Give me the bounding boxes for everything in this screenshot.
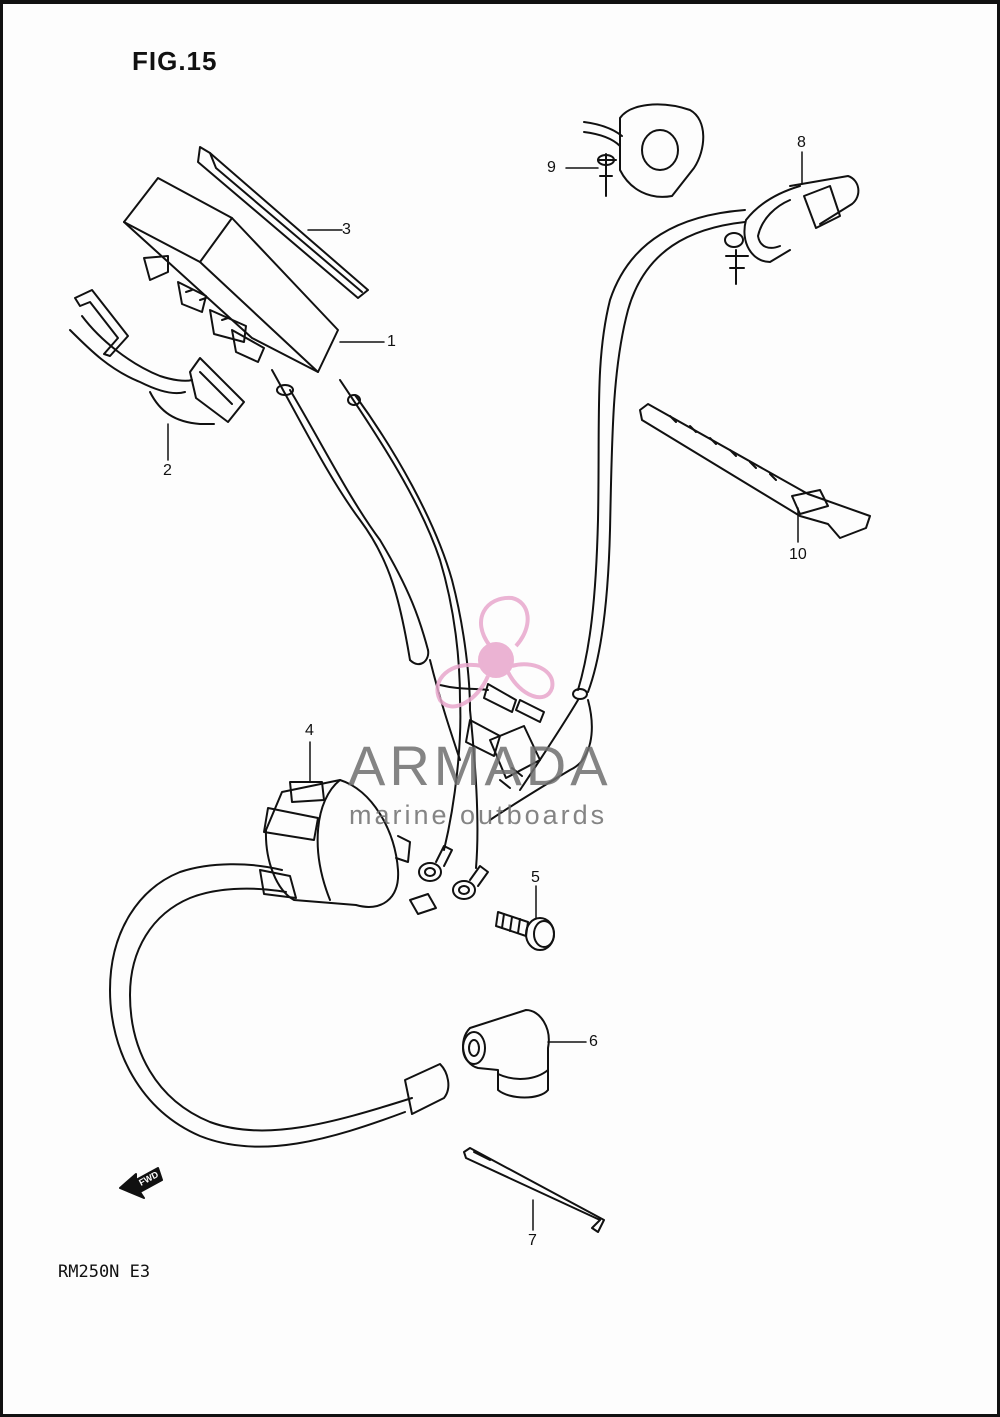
part-6-plug-cap <box>462 1009 550 1099</box>
callout-5: 5 <box>531 869 540 886</box>
armada-logo-icon <box>435 595 555 709</box>
leader-lines <box>167 151 803 1231</box>
page-border-left <box>0 0 3 1417</box>
wire-harness <box>271 369 479 869</box>
part-7-tie <box>463 1147 605 1233</box>
callout-7: 7 <box>528 1232 537 1249</box>
fwd-arrow-icon <box>119 1167 163 1199</box>
part-9-housing <box>583 103 705 198</box>
callout-9: 9 <box>547 159 556 176</box>
ring-terminals <box>409 845 489 915</box>
callout-2: 2 <box>163 462 172 479</box>
part-8-clamp <box>724 175 860 285</box>
callout-8: 8 <box>797 134 806 151</box>
page-border-right <box>997 0 1000 1417</box>
part-3-plate <box>197 146 369 299</box>
callout-1: 1 <box>387 333 396 350</box>
figure-title: FIG.15 <box>132 46 218 76</box>
model-code: RM250N E3 <box>58 1262 151 1282</box>
connectors-center <box>439 683 545 789</box>
watermark-name: ARMADA <box>348 734 612 797</box>
page-border-bottom <box>0 1414 1000 1417</box>
callout-4: 4 <box>305 722 314 739</box>
part-1-cdi-unit <box>123 177 339 373</box>
callout-10: 10 <box>789 546 807 563</box>
callout-6: 6 <box>589 1033 598 1050</box>
part-2-band <box>69 289 245 425</box>
part-4-ignition-coil <box>109 779 450 1148</box>
watermark-tagline: marine outboards <box>349 800 608 830</box>
part-5-screw <box>495 911 555 951</box>
stop-switch-wire <box>489 209 746 821</box>
callout-3: 3 <box>342 221 351 238</box>
part-10-cable-tie <box>639 403 871 539</box>
page-border-top <box>0 0 1000 4</box>
